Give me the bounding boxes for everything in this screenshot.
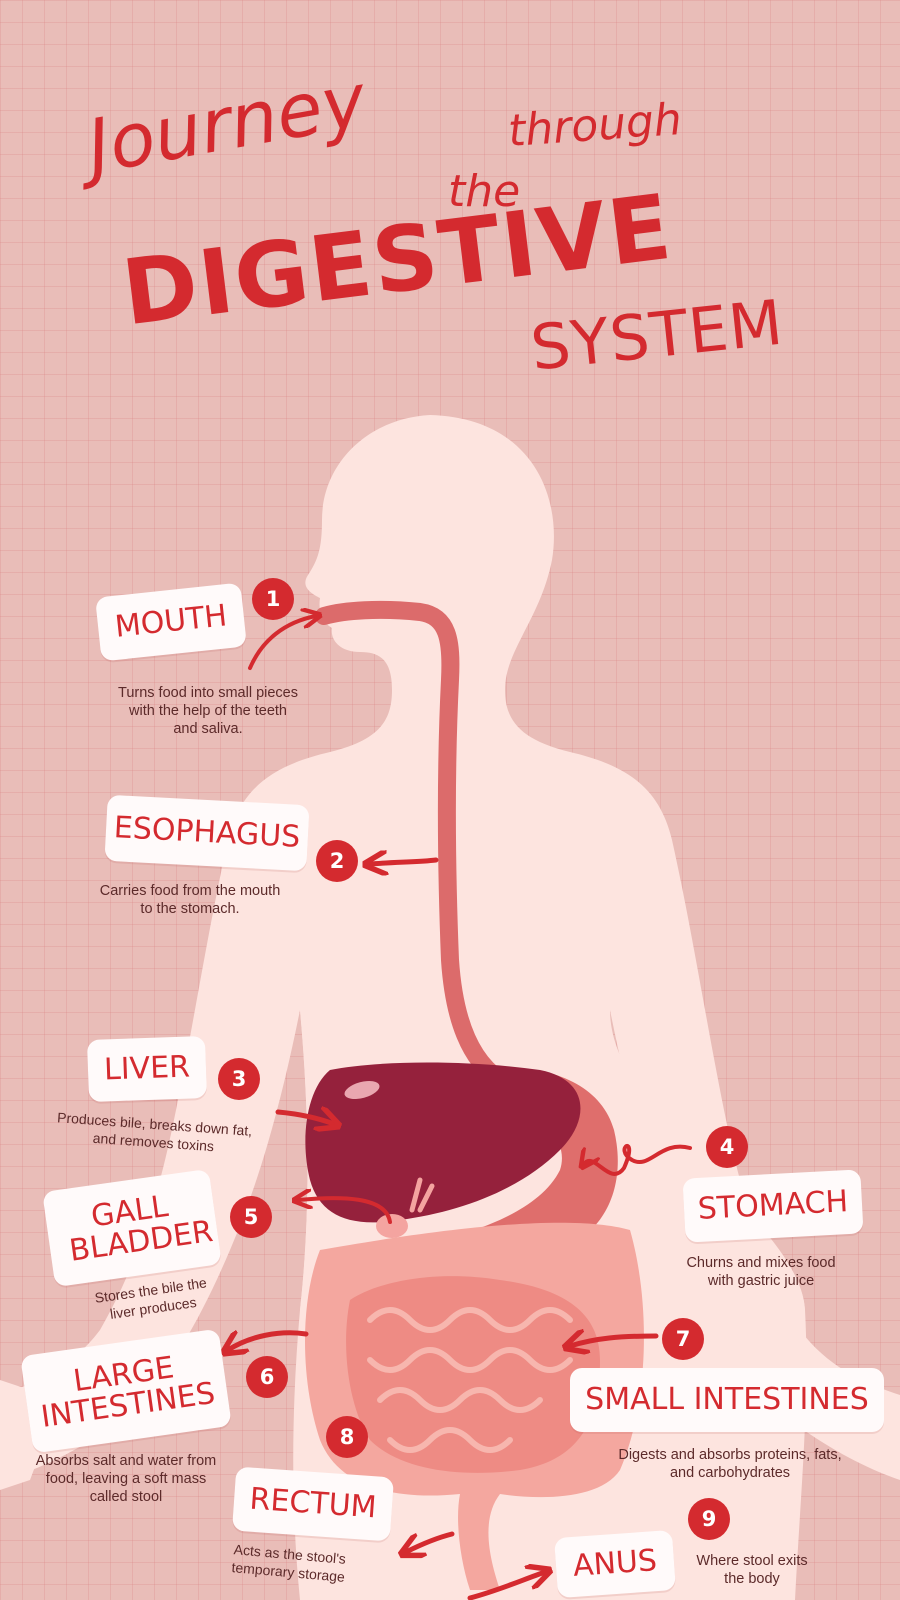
number-badge-7: 7 — [662, 1318, 704, 1360]
label-small-intestines-text: SMALL INTESTINES — [585, 1381, 869, 1417]
number-badge-3: 3 — [218, 1058, 260, 1100]
label-stomach-text: STOMACH — [696, 1183, 849, 1227]
arrow-rectum — [406, 1531, 455, 1552]
number-badge-6: 6 — [246, 1356, 288, 1398]
number-badge-8: 8 — [326, 1416, 368, 1458]
small-intestine-shape — [346, 1276, 600, 1473]
label-esophagus-text: ESOPHAGUS — [112, 809, 302, 855]
label-liver: LIVER — [86, 1035, 208, 1103]
label-rectum: RECTUM — [231, 1466, 395, 1542]
label-gallbladder-text: GALL BLADDER — [67, 1189, 216, 1269]
title-the: the — [448, 166, 521, 217]
arrow-liver — [275, 1112, 334, 1124]
desc-anus: Where stool exits the body — [696, 1553, 808, 1588]
number-badge-4: 4 — [706, 1126, 748, 1168]
desc-stomach: Churns and mixes food with gastric juice — [686, 1255, 836, 1290]
arrow-esophagus — [370, 860, 439, 864]
label-large-intestines-text: LARGE INTESTINES — [38, 1350, 218, 1435]
label-rectum-text: RECTUM — [248, 1481, 378, 1526]
liver-shape — [305, 1062, 581, 1223]
arrow-anus — [467, 1572, 545, 1600]
arrow-stomach — [584, 1144, 692, 1176]
label-liver-text: LIVER — [103, 1049, 191, 1088]
label-mouth-text: MOUTH — [113, 597, 229, 645]
label-anus-text: ANUS — [571, 1542, 659, 1584]
arrow-gallbladder — [298, 1198, 392, 1224]
desc-esophagus: Carries food from the mouth to the stoma… — [99, 883, 281, 918]
number-badge-9: 9 — [688, 1498, 730, 1540]
arrow-mouth — [248, 616, 316, 670]
number-badge-1: 1 — [252, 578, 294, 620]
desc-small-intestines: Digests and absorbs proteins, fats, and … — [618, 1447, 842, 1482]
label-small-intestines: SMALL INTESTINES — [570, 1368, 884, 1432]
label-stomach: STOMACH — [682, 1169, 864, 1243]
desc-large-intestines: Absorbs salt and water from food, leavin… — [35, 1453, 217, 1506]
label-esophagus: ESOPHAGUS — [104, 794, 310, 872]
label-anus: ANUS — [554, 1529, 676, 1599]
arrow-large-intestine — [228, 1333, 309, 1350]
arrow-small-intestine — [570, 1336, 659, 1346]
gallbladder-shape — [376, 1214, 408, 1238]
number-badge-2: 2 — [316, 840, 358, 882]
esophagus-tube — [315, 600, 509, 1089]
number-badge-5: 5 — [230, 1196, 272, 1238]
desc-mouth: Turns food into small pieces with the he… — [118, 685, 298, 738]
